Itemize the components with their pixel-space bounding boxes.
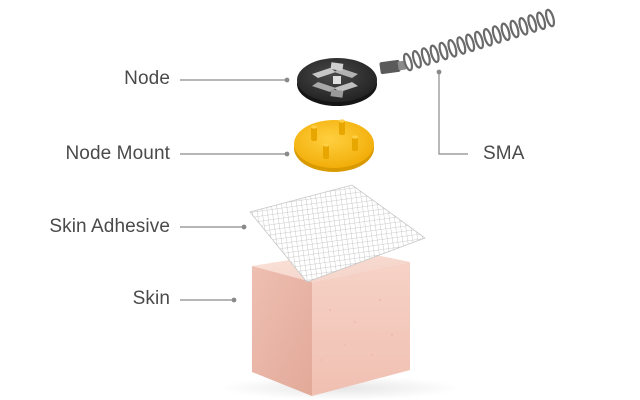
label-skin: Skin bbox=[132, 288, 170, 309]
node-cross-pattern bbox=[312, 62, 358, 98]
node bbox=[297, 58, 377, 106]
spring-coil bbox=[429, 44, 440, 64]
spring-coil bbox=[438, 41, 449, 61]
sma-spring-coils bbox=[402, 8, 556, 72]
sma-antenna bbox=[379, 8, 556, 75]
spring-coil bbox=[500, 22, 511, 42]
spring-coil bbox=[447, 39, 458, 58]
node-mount-pegs bbox=[311, 119, 358, 159]
node-mount-disc bbox=[294, 120, 374, 168]
spring-coil bbox=[465, 33, 476, 53]
skin-adhesive-mesh bbox=[249, 184, 426, 283]
label-node: Node bbox=[124, 68, 170, 89]
label-node-mount: Node Mount bbox=[65, 143, 170, 164]
spring-coil bbox=[402, 52, 414, 72]
spring-coil bbox=[411, 50, 422, 69]
spring-coil bbox=[536, 11, 547, 31]
leader-dots bbox=[231, 69, 442, 303]
label-sma: SMA bbox=[483, 143, 525, 164]
spring-coil bbox=[527, 14, 538, 33]
skin-block-right-face bbox=[312, 262, 410, 396]
sma-connector bbox=[379, 59, 401, 75]
spring-coil bbox=[509, 19, 520, 39]
label-skin-adhesive: Skin Adhesive bbox=[49, 216, 170, 237]
spring-coil bbox=[491, 25, 502, 44]
spring-coil bbox=[456, 36, 467, 55]
spring-coil bbox=[473, 30, 485, 50]
node-mount bbox=[294, 119, 374, 172]
leader-lines bbox=[180, 73, 468, 301]
spring-coil bbox=[518, 17, 529, 36]
spring-coil bbox=[482, 28, 493, 47]
spring-coil bbox=[544, 8, 556, 28]
skin-texture bbox=[268, 298, 394, 362]
skin-block-left-face bbox=[252, 266, 312, 396]
spring-coil bbox=[420, 47, 431, 66]
leader-line-sma bbox=[438, 73, 468, 155]
